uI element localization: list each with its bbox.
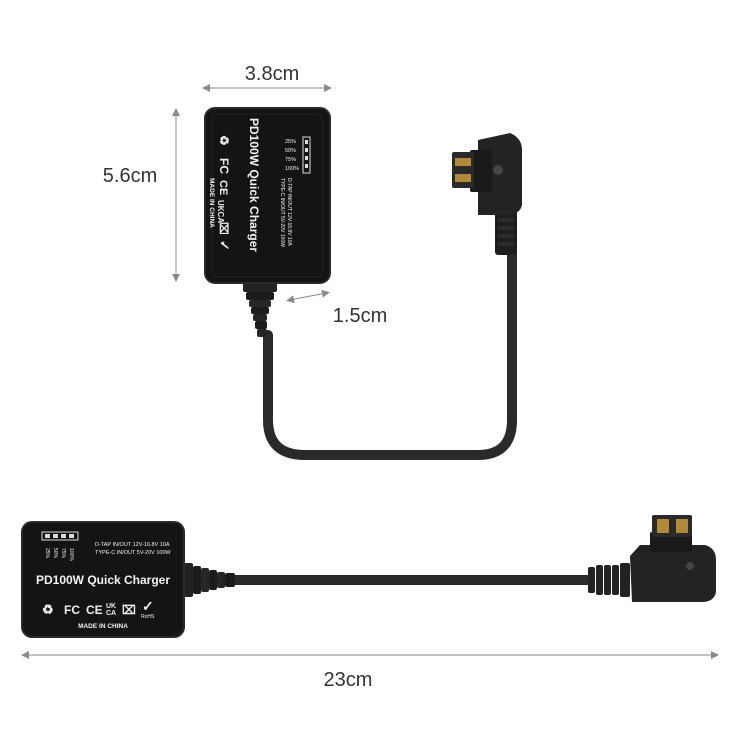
top-dtap-connector	[452, 133, 522, 255]
svg-text:75%: 75%	[285, 157, 296, 163]
svg-text:100%: 100%	[68, 548, 74, 561]
svg-text:50%: 50%	[285, 148, 296, 154]
cable-diameter-dimension-line	[286, 289, 330, 304]
bottom-charger-made-in: MADE IN CHINA	[78, 623, 128, 630]
recycle-icon: ♻	[42, 602, 54, 617]
rohs-check-icon: ✓	[142, 598, 154, 614]
cable-diameter-dimension-label: 1.5cm	[333, 305, 387, 327]
weee-icon: ⌧	[122, 603, 136, 617]
width-dimension-label: 3.8cm	[245, 63, 299, 85]
height-dimension-label: 5.6cm	[103, 165, 157, 187]
weee-icon: ⌧	[217, 222, 229, 235]
recycle-icon: ♻	[217, 135, 231, 146]
bottom-charger-dtap-spec: D-TAP IN/OUT 12V-16.8V 10A	[95, 542, 170, 548]
ce-icon: CE	[86, 603, 103, 617]
svg-text:50%: 50%	[52, 548, 58, 559]
top-charger-title: PD100W Quick Charger	[247, 118, 261, 252]
bottom-rohs-label: RoHS	[141, 614, 155, 620]
svg-text:25%: 25%	[44, 548, 50, 559]
top-charger-typec-spec: TYPE-C IN/OUT 5V-20V 100W	[279, 178, 285, 247]
ukca-icon-bottom: CA	[106, 610, 116, 617]
ce-icon: CE	[217, 180, 229, 195]
top-cert-icons: ♻ FC CE UKCA ⌧ ✓	[216, 135, 232, 251]
bottom-charger-typec-spec: TYPE-C IN/OUT 5V-20V 100W	[95, 550, 172, 556]
ukca-icon: UK	[106, 603, 116, 610]
top-strain-relief	[243, 282, 277, 337]
bottom-charger-body	[21, 521, 185, 638]
bottom-charger-title: PD100W Quick Charger	[36, 573, 170, 587]
top-charger-dtap-spec: D-TAP IN/OUT 12V-16.8V 10A	[286, 178, 292, 246]
bottom-battery-indicator: 25% 50% 75% 100%	[41, 531, 79, 561]
bottom-strain-relief	[183, 563, 235, 597]
svg-text:100%: 100%	[285, 166, 299, 172]
top-cable	[263, 245, 517, 460]
rohs-check-icon: ✓	[217, 240, 232, 251]
svg-text:25%: 25%	[285, 139, 296, 145]
top-battery-indicator: 25% 50% 75% 100%	[285, 136, 311, 174]
length-dimension-label: 23cm	[324, 669, 373, 691]
svg-text:75%: 75%	[60, 548, 66, 559]
bottom-dtap-connector	[588, 515, 716, 602]
top-charger-body	[204, 107, 331, 284]
fcc-icon: FC	[64, 603, 80, 617]
bottom-cert-icons: ♻ FC CE UK CA ⌧ ✓	[42, 598, 154, 617]
fcc-icon: FC	[217, 158, 231, 174]
top-charger-made-in: MADE IN CHINA	[208, 178, 215, 228]
ukca-icon: UKCA	[216, 200, 225, 223]
